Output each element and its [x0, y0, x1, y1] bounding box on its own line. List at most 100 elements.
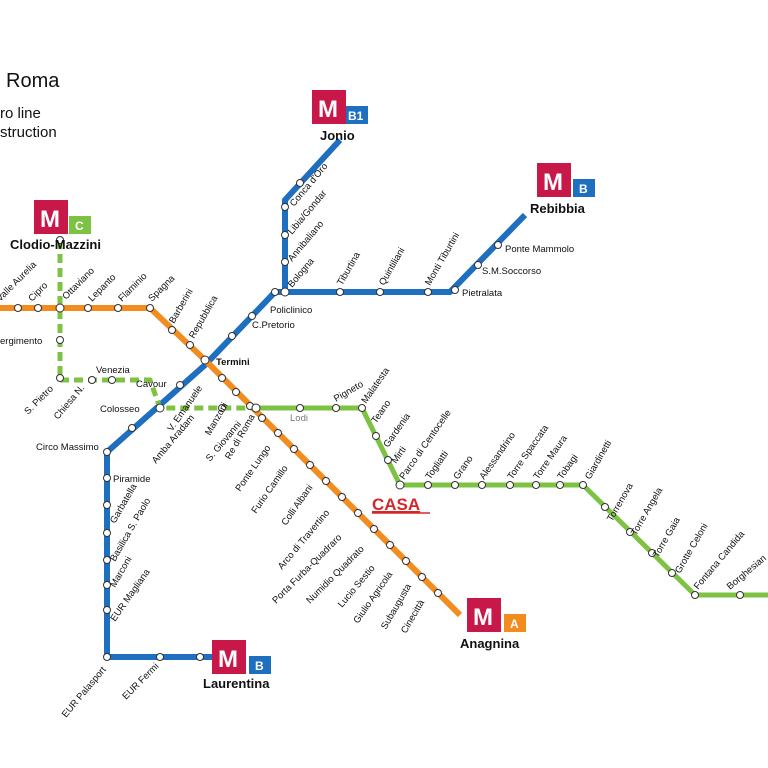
- station-dot[interactable]: [14, 304, 22, 312]
- station-dot[interactable]: [281, 258, 289, 266]
- station-dot[interactable]: [128, 424, 136, 432]
- station-dot[interactable]: [103, 448, 111, 456]
- terminal-anagnina[interactable]: M A Anagnina: [460, 598, 526, 651]
- station-dot[interactable]: [626, 528, 634, 536]
- station-dot[interactable]: [424, 288, 432, 296]
- terminal-jonio[interactable]: M B1 Jonio: [312, 90, 368, 143]
- station-dot[interactable]: [251, 403, 261, 413]
- station-dot[interactable]: [478, 481, 486, 489]
- station-dot[interactable]: [186, 341, 194, 349]
- station-dot[interactable]: [736, 591, 744, 599]
- station-dot[interactable]: [84, 304, 92, 312]
- metro-logo-icon: [212, 640, 246, 674]
- line-badge: [504, 614, 526, 632]
- terminal-rebibbia[interactable]: M B Rebibbia: [530, 163, 595, 216]
- station-dot[interactable]: [451, 481, 459, 489]
- station-dot[interactable]: [114, 304, 122, 312]
- station-dot[interactable]: [418, 573, 426, 581]
- station-dot[interactable]: [280, 287, 290, 297]
- station-dot[interactable]: [668, 569, 676, 577]
- station-dot[interactable]: [168, 326, 176, 334]
- station-dot[interactable]: [218, 404, 226, 412]
- line-badge: [249, 656, 271, 674]
- station-dot[interactable]: [336, 288, 344, 296]
- station-dot[interactable]: [474, 261, 482, 269]
- station-dot[interactable]: [155, 403, 165, 413]
- station-dot[interactable]: [402, 557, 410, 565]
- station-label: Numidio Quadrato: [304, 544, 366, 606]
- station-dot[interactable]: [55, 303, 65, 313]
- line-a-track: [0, 305, 463, 618]
- terminal-clodio-mazzini[interactable]: M C Clodio-Mazzini: [10, 200, 101, 252]
- station-dot[interactable]: [358, 404, 366, 412]
- station-dot[interactable]: [372, 432, 380, 440]
- terminal-laurentina[interactable]: M B Laurentina: [203, 640, 271, 691]
- station-dot[interactable]: [395, 480, 405, 490]
- station-dot[interactable]: [494, 241, 502, 249]
- station-dot[interactable]: [56, 236, 64, 244]
- station-dot[interactable]: [258, 414, 266, 422]
- line-badge: [69, 216, 91, 234]
- station-dot[interactable]: [691, 591, 699, 599]
- station-dot[interactable]: [196, 653, 204, 661]
- station-dot[interactable]: [296, 179, 304, 187]
- station-dot[interactable]: [556, 481, 564, 489]
- station-label: Grano: [451, 454, 475, 482]
- station-dot[interactable]: [228, 332, 236, 340]
- station-dot[interactable]: [306, 461, 314, 469]
- station-dot[interactable]: [424, 481, 432, 489]
- legend-item-metro-line: ro line: [0, 105, 41, 122]
- station-dot[interactable]: [248, 312, 256, 320]
- station-dot[interactable]: [451, 286, 459, 294]
- station-dot[interactable]: [370, 525, 378, 533]
- station-dot[interactable]: [354, 509, 362, 517]
- station-dot[interactable]: [103, 474, 111, 482]
- station-label: Tobagi: [555, 452, 580, 481]
- station-label: Quintiliani: [377, 246, 407, 288]
- station-label: Colli Albani: [279, 483, 315, 528]
- station-dot[interactable]: [434, 589, 442, 597]
- station-dot[interactable]: [376, 288, 384, 296]
- station-dot[interactable]: [103, 501, 111, 509]
- station-dot[interactable]: [648, 549, 656, 557]
- line-c-track: [255, 405, 768, 598]
- station-dot[interactable]: [103, 529, 111, 537]
- metro-logo-icon: [537, 163, 571, 197]
- station-dot[interactable]: [146, 304, 154, 312]
- station-dot[interactable]: [88, 376, 96, 384]
- station-dot[interactable]: [156, 653, 164, 661]
- station-dot[interactable]: [103, 606, 111, 614]
- station-label: Repubblica: [187, 293, 221, 340]
- station-dot[interactable]: [322, 477, 330, 485]
- line-badge-label: A: [510, 617, 519, 631]
- station-dot[interactable]: [281, 203, 289, 211]
- station-dot[interactable]: [274, 429, 282, 437]
- map-title: Roma: [6, 70, 60, 92]
- station-dot[interactable]: [579, 481, 587, 489]
- station-dot[interactable]: [384, 456, 392, 464]
- station-label: S.M.Soccorso: [482, 266, 541, 277]
- station-dot[interactable]: [103, 581, 111, 589]
- station-dot[interactable]: [338, 493, 346, 501]
- station-dot[interactable]: [601, 503, 609, 511]
- station-dot[interactable]: [56, 336, 64, 344]
- station-dot[interactable]: [232, 388, 240, 396]
- station-dot[interactable]: [386, 541, 394, 549]
- station-dot[interactable]: [103, 653, 111, 661]
- station-dot[interactable]: [290, 445, 298, 453]
- station-dot[interactable]: [200, 355, 210, 365]
- station-dot[interactable]: [108, 376, 116, 384]
- station-dot[interactable]: [103, 556, 111, 564]
- station-dot[interactable]: [271, 288, 279, 296]
- line-b1-track-jonio: [282, 137, 343, 292]
- station-dot[interactable]: [296, 404, 304, 412]
- station-dot[interactable]: [532, 481, 540, 489]
- station-dot[interactable]: [176, 381, 184, 389]
- station-dot[interactable]: [56, 374, 64, 382]
- station-label: Cipro: [26, 280, 50, 304]
- station-dot[interactable]: [281, 231, 289, 239]
- station-dot[interactable]: [218, 374, 226, 382]
- station-dot[interactable]: [506, 481, 514, 489]
- station-dot[interactable]: [34, 304, 42, 312]
- station-dot[interactable]: [332, 404, 340, 412]
